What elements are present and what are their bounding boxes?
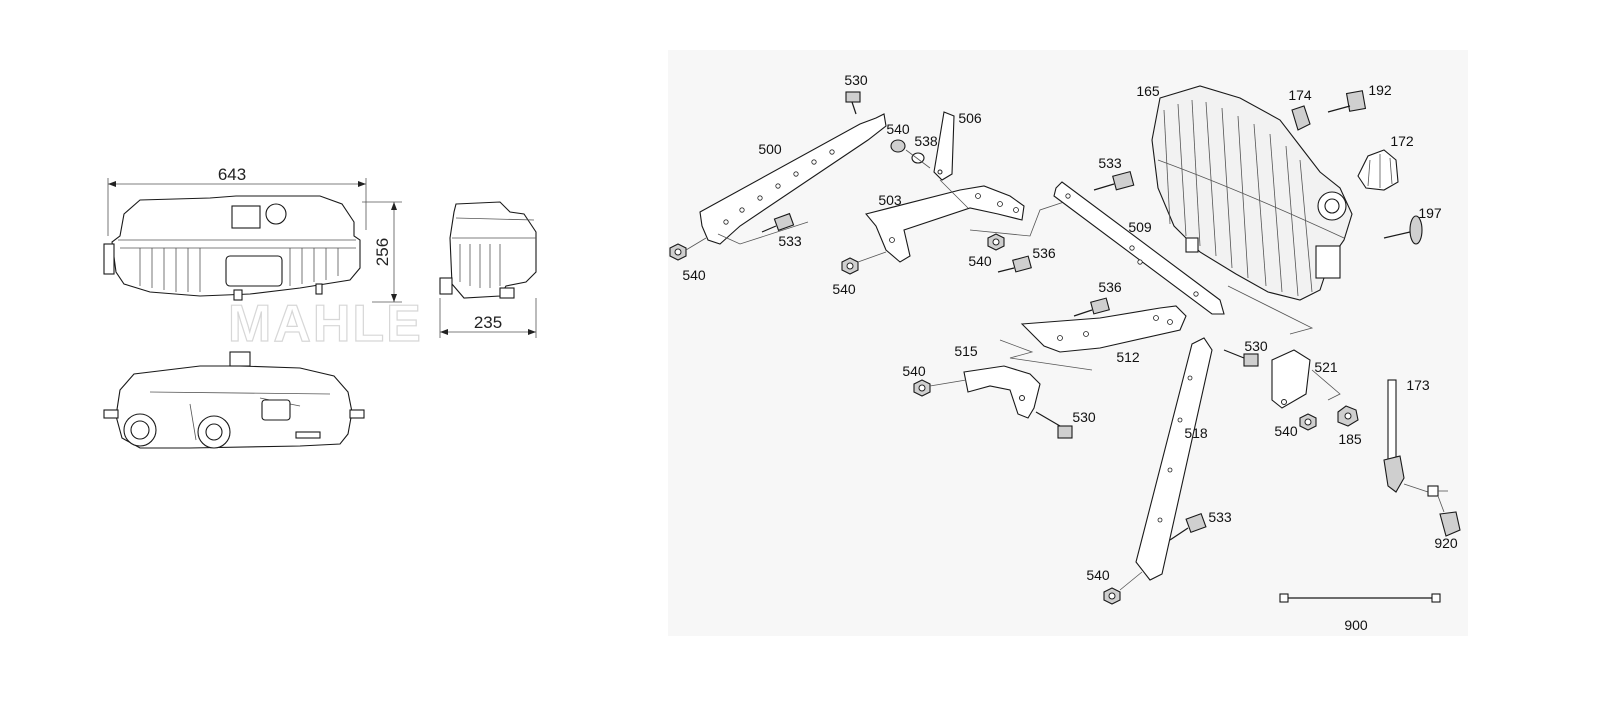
part-label: 540 xyxy=(1274,423,1298,439)
part-label: 512 xyxy=(1116,349,1140,365)
part-label: 530 xyxy=(844,72,868,88)
part-labels: 530 500 533 540 540 538 506 503 540 540 … xyxy=(682,72,1458,633)
part-label: 518 xyxy=(1184,425,1208,441)
exploded-assembly xyxy=(669,85,1461,605)
part-label: 515 xyxy=(954,343,978,359)
part-label: 509 xyxy=(1128,219,1152,235)
dimension-width-label: 643 xyxy=(218,165,246,184)
part-label: 900 xyxy=(1344,617,1368,633)
part-label: 174 xyxy=(1288,87,1312,103)
part-label: 536 xyxy=(1032,245,1056,261)
tank-top-view xyxy=(103,351,365,449)
part-label: 503 xyxy=(878,192,902,208)
part-label: 192 xyxy=(1368,82,1392,98)
part-label: 521 xyxy=(1314,359,1338,375)
part-label: 530 xyxy=(1072,409,1096,425)
part-label: 540 xyxy=(832,281,856,297)
part-label: 500 xyxy=(758,141,782,157)
part-label: 920 xyxy=(1434,535,1458,551)
part-label: 172 xyxy=(1390,133,1414,149)
part-label: 533 xyxy=(778,233,802,249)
part-label: 165 xyxy=(1136,83,1160,99)
tank-front-view: 643 xyxy=(103,165,367,301)
part-label: 540 xyxy=(968,253,992,269)
part-label: 533 xyxy=(1208,509,1232,525)
part-label: 540 xyxy=(1086,567,1110,583)
part-label: 540 xyxy=(902,363,926,379)
tank-side-view: 256 235 xyxy=(362,201,537,338)
part-label: 536 xyxy=(1098,279,1122,295)
part-label: 185 xyxy=(1338,431,1362,447)
part-label: 540 xyxy=(886,121,910,137)
part-label: 506 xyxy=(958,110,982,126)
part-label: 533 xyxy=(1098,155,1122,171)
part-label: 540 xyxy=(682,267,706,283)
part-label: 197 xyxy=(1418,205,1442,221)
part-label: 173 xyxy=(1406,377,1430,393)
part-label: 538 xyxy=(914,133,938,149)
part-label: 530 xyxy=(1244,338,1268,354)
dimension-depth-label: 235 xyxy=(474,313,502,332)
dimension-height-label: 256 xyxy=(373,238,392,266)
